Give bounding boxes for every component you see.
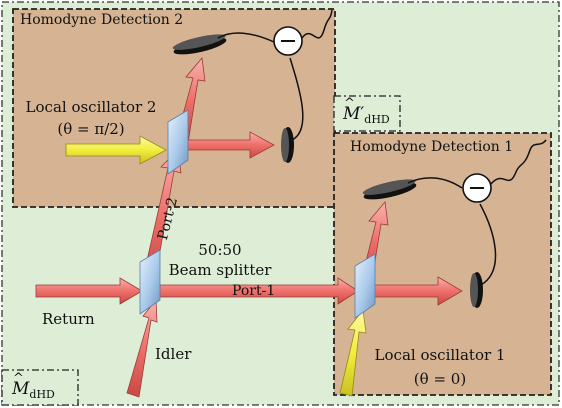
hd1-wire-b xyxy=(479,203,497,286)
hd2-wire-out xyxy=(301,9,333,39)
bs-label-line1: 50:50 xyxy=(198,241,242,259)
hd1-detector-right xyxy=(470,272,483,308)
idler-beam xyxy=(126,298,158,398)
lo1-label-line2: (θ = 0) xyxy=(413,370,467,388)
port1-label: Port-1 xyxy=(232,283,276,299)
hd1-wire-out xyxy=(489,139,547,186)
hd2-right-beam xyxy=(185,131,275,159)
idler-label: Idler xyxy=(155,345,192,363)
bs-hd1 xyxy=(354,253,376,319)
return-label: Return xyxy=(42,310,95,328)
hd1-detector-top xyxy=(362,179,417,200)
port1-beam xyxy=(159,277,359,305)
hd2-wire-a xyxy=(217,32,275,43)
m-prime-label: M′dHD xyxy=(343,97,390,125)
hd2-detector-right xyxy=(281,127,294,163)
return-beam xyxy=(35,277,143,305)
lo2-label-line1: Local oscillator 2 xyxy=(25,98,157,116)
hd1-wire-a xyxy=(407,177,463,189)
bs-label-line2: Beam splitter xyxy=(168,261,272,279)
lo1-beam xyxy=(339,309,367,397)
hd2-wire-b xyxy=(289,57,304,141)
bs-hd2 xyxy=(167,109,189,175)
hd1-right-beam xyxy=(371,276,463,306)
hd2-title: Homodyne Detection 2 xyxy=(20,12,184,28)
hd2-detector-top xyxy=(172,34,227,55)
lo2-beam xyxy=(65,135,167,165)
lo1-label-line1: Local oscillator 1 xyxy=(374,346,506,364)
hd1-title: Homodyne Detection 1 xyxy=(350,139,514,155)
m-label: MdHD xyxy=(12,372,55,400)
lo2-label-line2: (θ = π/2) xyxy=(57,120,125,138)
bs-main xyxy=(139,249,161,315)
